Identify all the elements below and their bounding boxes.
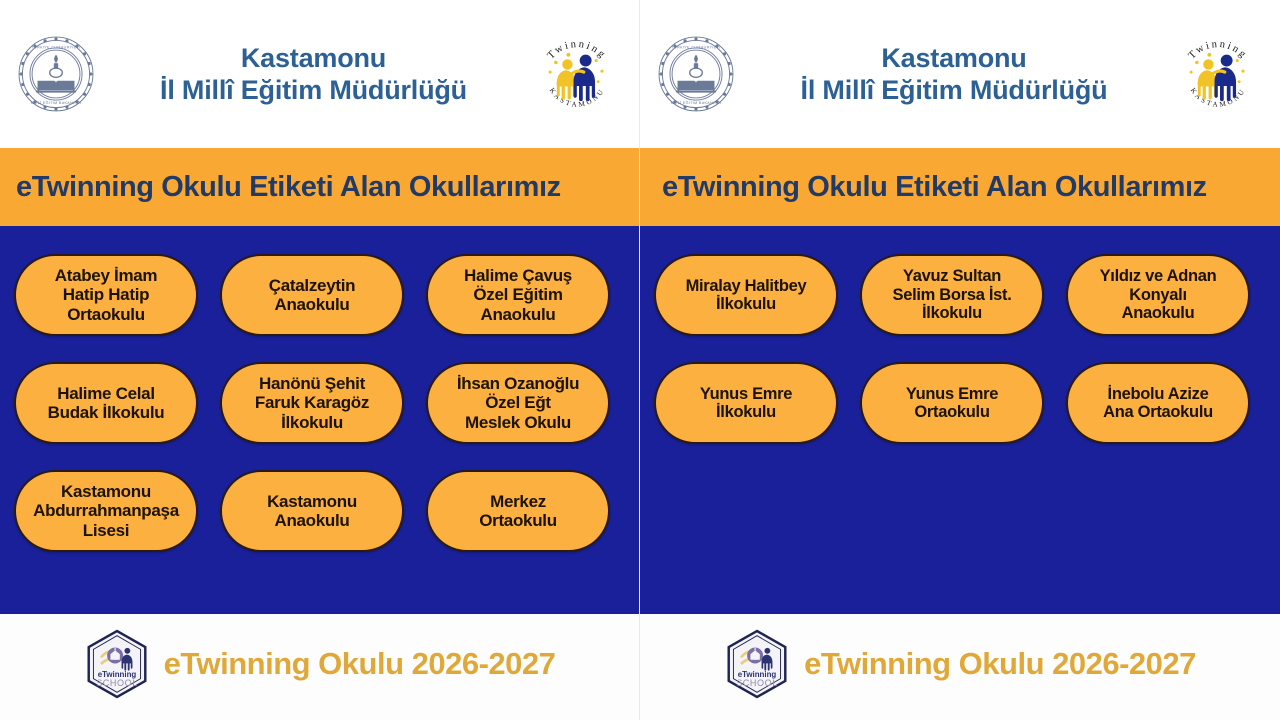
orange-banner: eTwinning Okulu Etiketi Alan Okullarımız — [640, 148, 1280, 226]
footer-label: eTwinning Okulu 2026-2027 — [163, 646, 556, 681]
school-pill[interactable]: Yunus Emre Ortaokulu — [860, 362, 1044, 444]
svg-text:KASTAMONU: KASTAMONU — [548, 86, 607, 108]
panel-footer: eTwinning SCHOOL eTwinning Okulu 2026-20… — [640, 614, 1280, 720]
header-title: Kastamonu İl Millî Eğitim Müdürlüğü — [738, 42, 1170, 107]
etwinning-kastamonu-logo: Twinning KASTAMONU — [546, 39, 609, 109]
panel-header: TÜRKİYE CUMHURİYETİ MİLLÎ EĞİTİM BAKANLI… — [640, 0, 1280, 148]
school-pill-grid: Atabey İmam Hatip Hatip Ortaokulu Çatalz… — [0, 226, 639, 614]
svg-text:TÜRKİYE CUMHURİYETİ: TÜRKİYE CUMHURİYETİ — [672, 44, 721, 49]
school-pill[interactable]: İhsan Ozanoğlu Özel Eğt Meslek Okulu — [426, 362, 610, 444]
school-pill[interactable]: Yunus Emre İlkokulu — [654, 362, 838, 444]
svg-text:SCHOOL: SCHOOL — [96, 678, 138, 688]
school-pill[interactable]: Yavuz Sultan Selim Borsa İst. İlkokulu — [860, 254, 1044, 336]
pill-row: Halime Celal Budak İlkokulu Hanönü Şehit… — [14, 362, 625, 444]
poster-panel-right: TÜRKİYE CUMHURİYETİ MİLLÎ EĞİTİM BAKANLI… — [640, 0, 1280, 720]
school-pill[interactable]: Yıldız ve Adnan Konyalı Anaokulu — [1066, 254, 1250, 336]
orange-banner: eTwinning Okulu Etiketi Alan Okullarımız — [0, 148, 639, 226]
school-pill[interactable]: Atabey İmam Hatip Hatip Ortaokulu — [14, 254, 198, 336]
pill-row: Yunus Emre İlkokulu Yunus Emre Ortaokulu… — [654, 362, 1266, 444]
footer-label: eTwinning Okulu 2026-2027 — [804, 646, 1196, 681]
header-title-line1: Kastamonu — [240, 42, 387, 73]
panel-header: TÜRKİYE CUMHURİYETİ MİLLÎ EĞİTİM BAKANLI… — [0, 0, 639, 148]
svg-text:eTwinning: eTwinning — [97, 670, 136, 679]
school-pill[interactable]: Merkez Ortaokulu — [426, 470, 610, 552]
svg-text:Twinning: Twinning — [546, 39, 609, 62]
school-pill[interactable]: Kastamonu Anaokulu — [220, 470, 404, 552]
svg-text:eTwinning: eTwinning — [738, 670, 777, 679]
header-title: Kastamonu İl Millî Eğitim Müdürlüğü — [98, 42, 529, 107]
school-pill[interactable]: Halime Çavuş Özel Eğitim Anaokulu — [426, 254, 610, 336]
pill-row: Atabey İmam Hatip Hatip Ortaokulu Çatalz… — [14, 254, 625, 336]
svg-text:KASTAMONU: KASTAMONU — [1189, 86, 1248, 108]
banner-title: eTwinning Okulu Etiketi Alan Okullarımız — [662, 170, 1207, 203]
svg-text:MİLLÎ EĞİTİM BAKANLIĞI: MİLLÎ EĞİTİM BAKANLIĞI — [31, 100, 82, 105]
school-pill[interactable]: Halime Celal Budak İlkokulu — [14, 362, 198, 444]
etwinning-kastamonu-logo: Twinning KASTAMONU — [1187, 39, 1250, 109]
school-pill[interactable]: Miralay Halitbey İlkokulu — [654, 254, 838, 336]
header-title-line1: Kastamonu — [881, 42, 1027, 73]
svg-text:MİLLÎ EĞİTİM BAKANLIĞI: MİLLÎ EĞİTİM BAKANLIĞI — [671, 100, 722, 105]
svg-text:TÜRKİYE CUMHURİYETİ: TÜRKİYE CUMHURİYETİ — [32, 44, 81, 49]
school-pill[interactable]: Hanönü Şehit Faruk Karagöz İlkokulu — [220, 362, 404, 444]
poster-panel-left: TÜRKİYE CUMHURİYETİ MİLLÎ EĞİTİM BAKANLI… — [0, 0, 640, 720]
banner-title: eTwinning Okulu Etiketi Alan Okullarımız — [16, 170, 561, 203]
etwinning-school-hex-badge: eTwinning SCHOOL — [87, 629, 147, 699]
svg-text:SCHOOL: SCHOOL — [736, 678, 778, 688]
pill-row: Miralay Halitbey İlkokulu Yavuz Sultan S… — [654, 254, 1266, 336]
svg-text:Twinning: Twinning — [1187, 39, 1250, 62]
school-pill[interactable]: Çatalzeytin Anaokulu — [220, 254, 404, 336]
meb-emblem-icon: TÜRKİYE CUMHURİYETİ MİLLÎ EĞİTİM BAKANLI… — [18, 36, 94, 112]
header-title-line2: İl Millî Eğitim Müdürlüğü — [800, 75, 1108, 105]
etwinning-school-hex-badge: eTwinning SCHOOL — [727, 629, 787, 699]
school-pill[interactable]: İnebolu Azize Ana Ortaokulu — [1066, 362, 1250, 444]
pill-row: Kastamonu Abdurrahmanpaşa Lisesi Kastamo… — [14, 470, 625, 552]
panel-footer: eTwinning SCHOOL eTwinning Okulu 2026-20… — [0, 614, 639, 720]
meb-emblem-icon: TÜRKİYE CUMHURİYETİ MİLLÎ EĞİTİM BAKANLI… — [658, 36, 734, 112]
header-title-line2: İl Millî Eğitim Müdürlüğü — [160, 75, 467, 105]
school-pill[interactable]: Kastamonu Abdurrahmanpaşa Lisesi — [14, 470, 198, 552]
school-pill-grid: Miralay Halitbey İlkokulu Yavuz Sultan S… — [640, 226, 1280, 614]
